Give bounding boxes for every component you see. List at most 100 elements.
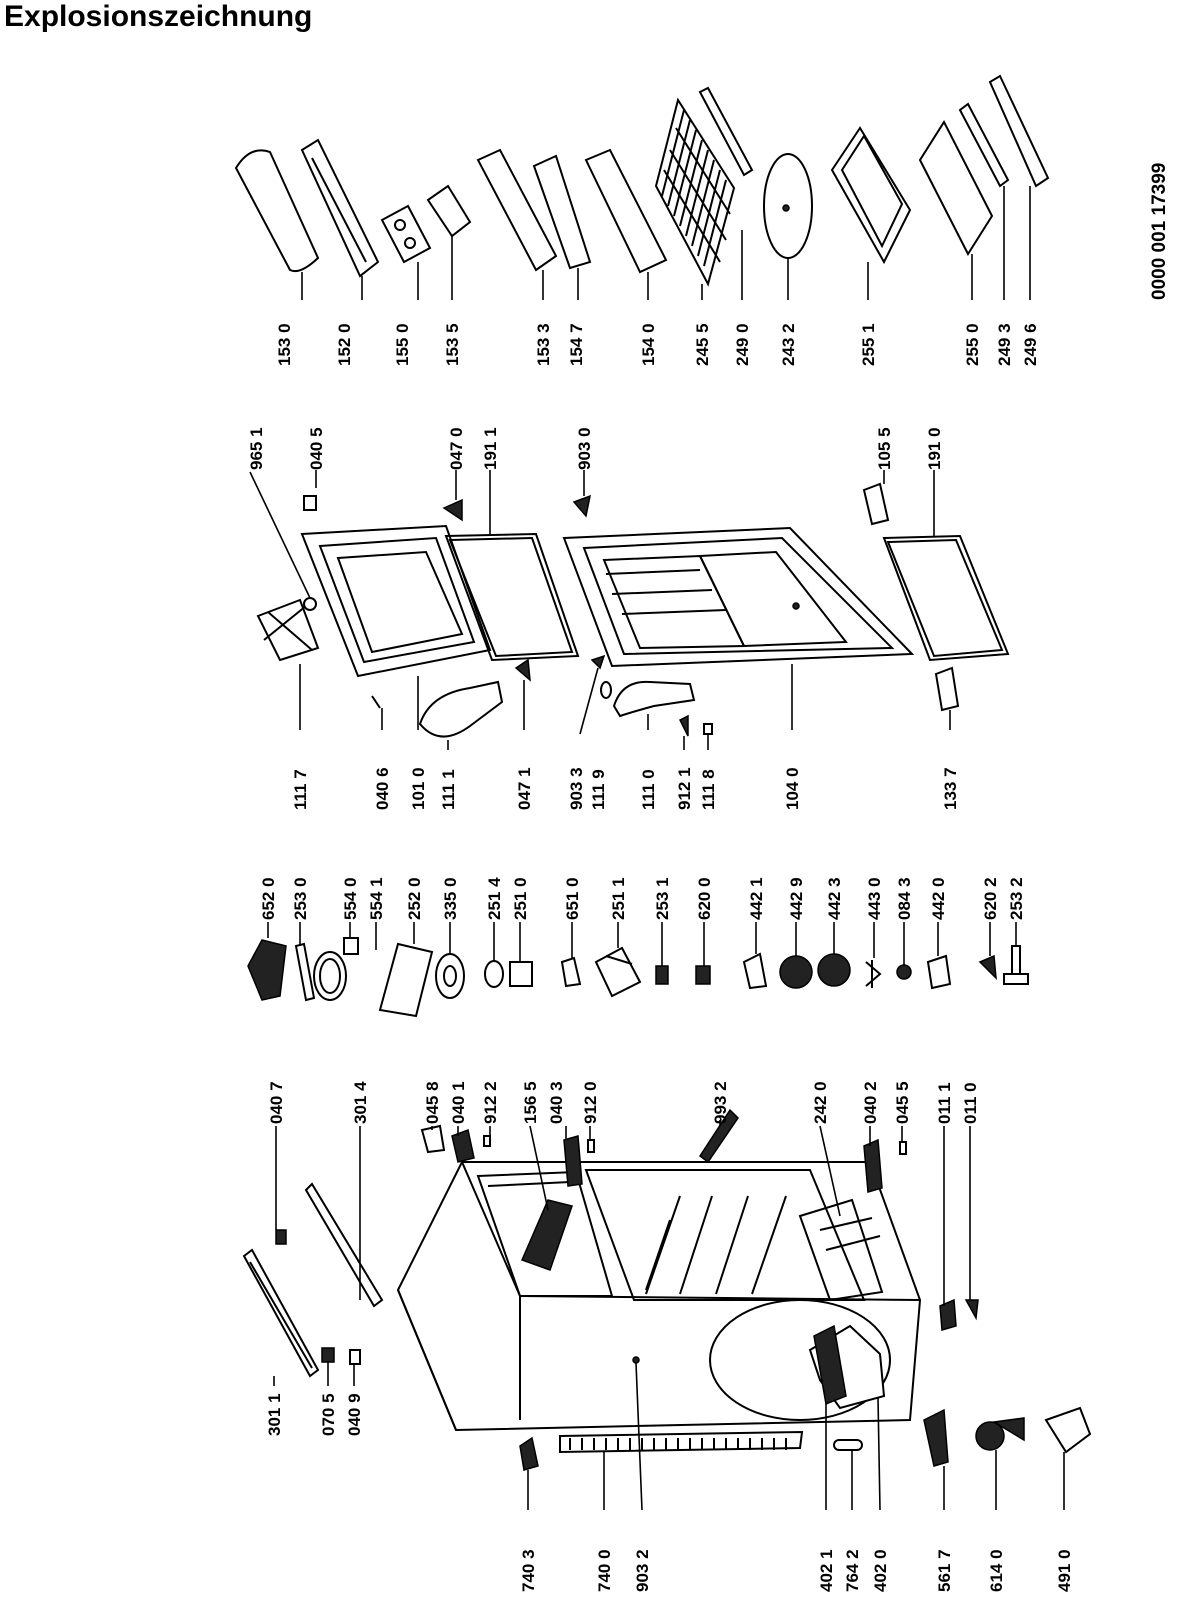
fan-442-9 — [779, 955, 813, 989]
part-label: 153 5 — [443, 323, 462, 366]
part-label: 045 5 — [893, 1081, 912, 1124]
part-label: 101 0 — [409, 767, 428, 810]
part-label: 402 1 — [817, 1549, 836, 1592]
wire-shelf-245-5 — [654, 97, 736, 287]
part-label: 040 1 — [449, 1081, 468, 1124]
part-label: 155 0 — [393, 323, 412, 366]
door-rack-153-3 — [476, 148, 558, 272]
part-label: 011 1 — [935, 1082, 954, 1124]
screw-912-0 — [587, 1139, 595, 1153]
handle-111-1 — [418, 680, 504, 738]
part-label: 993 2 — [711, 1081, 730, 1124]
part-label: 111 0 — [639, 769, 658, 810]
condenser-740-0 — [559, 1430, 804, 1454]
part-label: 242 0 — [811, 1081, 830, 1124]
part-label: 253 0 — [291, 877, 310, 920]
cold-pack-156-5 — [520, 1199, 573, 1271]
part-label: 045 8 — [423, 1081, 442, 1124]
page-title: Explosionszeichnung — [4, 0, 313, 33]
gasket-191-1 — [444, 532, 580, 662]
part-label: 040 7 — [267, 1081, 286, 1124]
part-040-5 — [303, 495, 317, 511]
part-label: 903 2 — [633, 1549, 652, 1592]
part-965-1 — [303, 597, 317, 611]
part-label: 154 7 — [567, 323, 586, 366]
part-label: 442 3 — [825, 877, 844, 920]
part-651-0 — [560, 956, 582, 988]
part-label: 105 5 — [875, 427, 894, 470]
part-040-9 — [349, 1349, 361, 1365]
part-070-5 — [321, 1347, 335, 1363]
labels-doors: 965 1 040 5 047 0 191 1 903 0 105 5 191 … — [247, 427, 960, 810]
door-rack-153-0 — [234, 149, 320, 273]
part-label: 335 0 — [441, 877, 460, 920]
part-251-1 — [594, 946, 642, 998]
part-label: 104 0 — [783, 767, 802, 810]
freezer-door-101-0 — [300, 524, 492, 678]
part-111-9 — [600, 681, 612, 699]
part-label: 561 7 — [935, 1549, 954, 1592]
part-040-3 — [563, 1135, 583, 1187]
part-label: 301 1 — [265, 1393, 284, 1436]
part-label: 965 1 — [247, 427, 266, 470]
strip-249-6 — [988, 74, 1050, 188]
part-label: 011 0 — [961, 1082, 980, 1124]
part-label: 912 0 — [581, 1081, 600, 1124]
part-251-0 — [509, 961, 533, 987]
part-label: 651 0 — [563, 877, 582, 920]
strip-249-0 — [698, 86, 754, 177]
part-label: 252 0 — [405, 877, 424, 920]
part-label: 040 9 — [345, 1393, 364, 1436]
part-442-0 — [926, 954, 952, 990]
screw-912-2 — [483, 1135, 491, 1147]
fan-442-3 — [817, 953, 851, 987]
part-label: 255 1 — [859, 323, 878, 366]
part-label: 243 2 — [779, 323, 798, 366]
part-label: 442 0 — [929, 877, 948, 920]
screw-903-2 — [632, 1356, 640, 1364]
part-label: 443 0 — [865, 877, 884, 920]
labels-door-shelves: 153 0 152 0 155 0 153 5 153 3 154 7 154 … — [275, 323, 1040, 366]
part-label: 249 3 — [995, 323, 1014, 366]
part-label: 402 0 — [871, 1549, 890, 1592]
part-084-3 — [896, 964, 912, 980]
part-252-0 — [378, 942, 434, 1018]
part-label: 912 2 — [481, 1081, 500, 1124]
part-label: 740 3 — [519, 1549, 538, 1592]
part-label: 251 4 — [485, 877, 504, 920]
part-label: 249 0 — [733, 323, 752, 366]
part-label: 153 3 — [534, 323, 553, 366]
small-parts-group — [247, 922, 1029, 1018]
lamp-253-2 — [1003, 945, 1029, 985]
part-label: 442 1 — [747, 877, 766, 920]
part-040-6 — [371, 695, 381, 709]
part-label: 251 0 — [511, 877, 530, 920]
part-047-1 — [514, 658, 531, 682]
part-label: 764 2 — [843, 1549, 862, 1592]
part-label: 740 0 — [595, 1549, 614, 1592]
part-903-0 — [572, 494, 592, 518]
part-label: 133 7 — [941, 767, 960, 810]
part-label: 153 0 — [275, 323, 294, 366]
cabinet-group — [242, 1108, 1092, 1511]
part-label: 156 5 — [521, 1081, 540, 1124]
part-253-1 — [655, 965, 669, 985]
part-label: 251 1 — [609, 877, 628, 920]
part-label: 084 3 — [895, 877, 914, 920]
part-label: 255 0 — [963, 323, 982, 366]
document-number: 0000 001 17399 — [1149, 163, 1170, 300]
part-251-4 — [484, 960, 504, 988]
part-label: 620 0 — [695, 877, 714, 920]
part-label: 111 8 — [699, 769, 718, 810]
part-554-1 — [343, 937, 359, 955]
egg-tray-155-0 — [380, 204, 432, 264]
part-label: 912 1 — [675, 767, 694, 810]
doors-group — [249, 470, 1010, 750]
part-label: 047 1 — [515, 767, 534, 810]
part-label: 040 6 — [373, 767, 392, 810]
part-label: 040 2 — [861, 1081, 880, 1124]
part-620-2 — [978, 954, 997, 980]
part-label: 491 0 — [1055, 1549, 1074, 1592]
box-153-5 — [426, 184, 472, 238]
